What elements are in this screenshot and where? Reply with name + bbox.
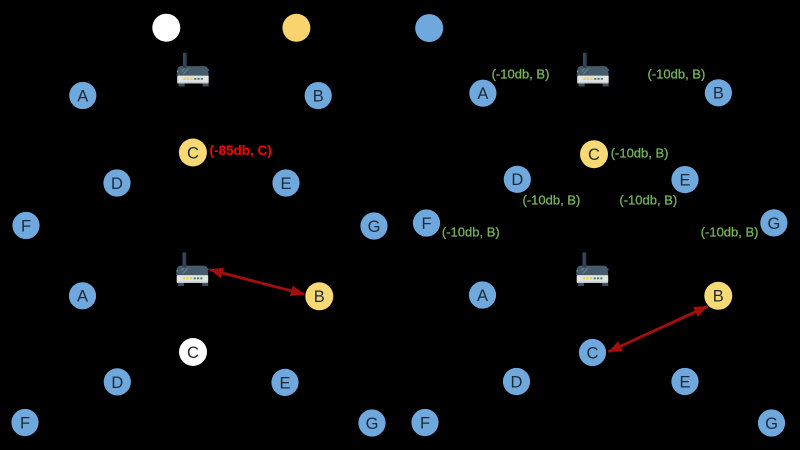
svg-text:A: A <box>77 87 88 105</box>
svg-text:D: D <box>511 373 523 391</box>
svg-text:(-10db, B): (-10db, B) <box>701 224 759 239</box>
svg-text:F: F <box>20 414 30 432</box>
svg-text:(-85db, C): (-85db, C) <box>210 143 272 158</box>
svg-text:C: C <box>588 146 600 164</box>
svg-text:A: A <box>77 288 88 306</box>
svg-text:(-10db, B): (-10db, B) <box>619 192 677 207</box>
svg-text:(-10db, B): (-10db, B) <box>492 66 550 81</box>
svg-text:B: B <box>713 85 724 103</box>
svg-text:C: C <box>587 344 599 362</box>
svg-text:E: E <box>679 373 690 391</box>
svg-text:G: G <box>767 215 780 233</box>
svg-text:C: C <box>187 344 199 362</box>
svg-text:(-10db, B): (-10db, B) <box>523 192 581 207</box>
svg-text:(-10db, B): (-10db, B) <box>648 67 706 82</box>
svg-text:A: A <box>477 85 488 103</box>
svg-text:B: B <box>314 288 325 306</box>
svg-text:D: D <box>511 171 523 189</box>
svg-text:G: G <box>368 218 381 236</box>
svg-text:E: E <box>679 172 690 190</box>
svg-text:A: A <box>477 287 488 305</box>
svg-text:C: C <box>187 144 199 162</box>
svg-text:G: G <box>765 415 778 433</box>
svg-text:F: F <box>21 217 31 235</box>
svg-text:(-10db, B): (-10db, B) <box>611 145 669 160</box>
svg-text:E: E <box>279 374 290 392</box>
svg-text:F: F <box>421 215 431 233</box>
svg-text:D: D <box>111 175 123 193</box>
svg-text:D: D <box>111 374 123 392</box>
svg-text:F: F <box>420 414 430 432</box>
svg-text:B: B <box>313 88 324 106</box>
svg-text:B: B <box>713 288 724 306</box>
svg-text:E: E <box>280 175 291 193</box>
svg-text:(-10db, B): (-10db, B) <box>442 224 500 239</box>
svg-text:G: G <box>366 415 379 433</box>
